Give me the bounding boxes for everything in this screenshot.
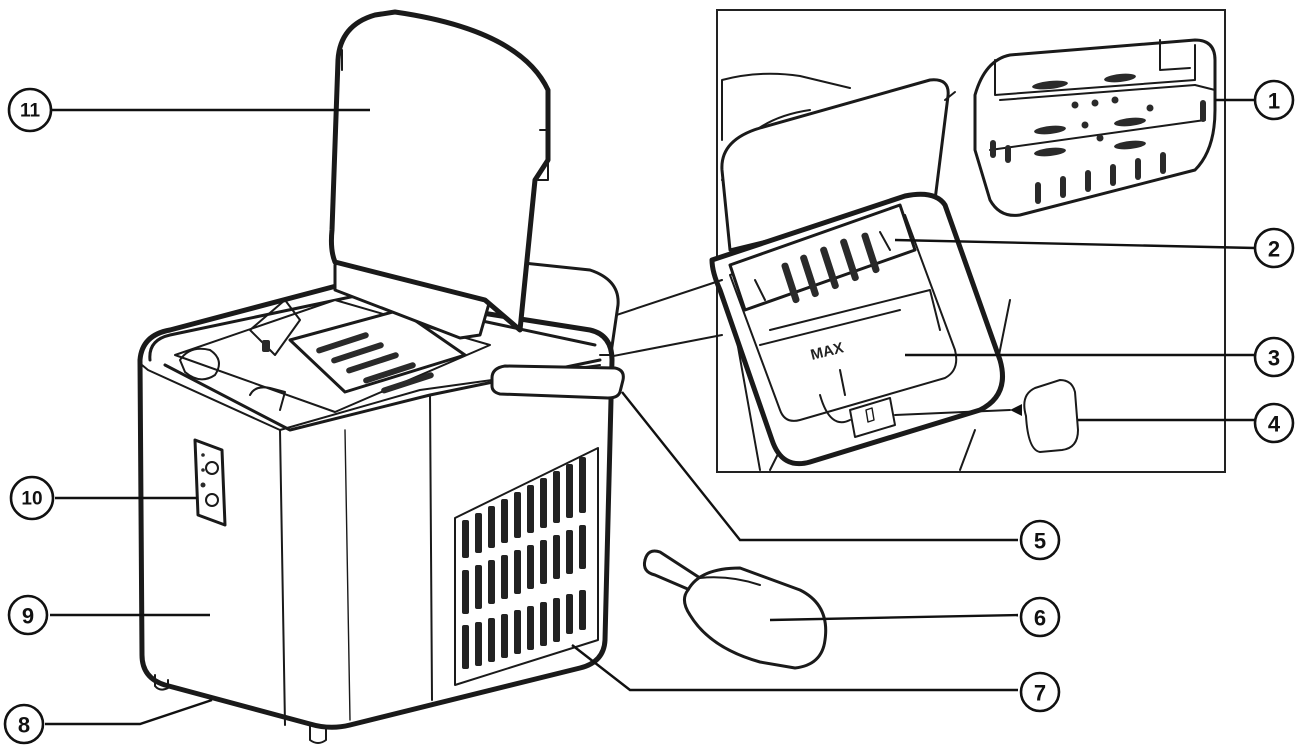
callout-11: 11 bbox=[7, 87, 53, 133]
callout-1-label: 1 bbox=[1268, 89, 1280, 114]
ice-maker-body bbox=[137, 9, 625, 744]
filter bbox=[894, 379, 1079, 453]
callout-3-label: 3 bbox=[1268, 346, 1280, 371]
callout-1: 1 bbox=[1253, 79, 1295, 121]
callout-4: 4 bbox=[1253, 402, 1295, 444]
callout-6-label: 6 bbox=[1034, 606, 1046, 631]
callout-7-label: 7 bbox=[1034, 681, 1046, 706]
callout-8-label: 8 bbox=[18, 713, 30, 738]
leader-lines bbox=[45, 98, 1256, 726]
callout-9-label: 9 bbox=[22, 604, 34, 629]
inset-machine: MAX bbox=[709, 72, 1011, 471]
callout-8: 8 bbox=[3, 703, 45, 745]
callout-11-label: 11 bbox=[20, 101, 41, 122]
ice-scoop bbox=[643, 549, 828, 670]
callout-10: 10 bbox=[9, 475, 55, 521]
callout-9: 9 bbox=[7, 594, 49, 636]
callout-3: 3 bbox=[1253, 336, 1295, 378]
ice-basket bbox=[973, 38, 1217, 217]
callout-2: 2 bbox=[1253, 227, 1295, 269]
callout-10-label: 10 bbox=[21, 489, 42, 510]
inset-frame bbox=[716, 9, 1226, 473]
callout-6: 6 bbox=[1019, 596, 1061, 638]
callout-5: 5 bbox=[1019, 519, 1061, 561]
callout-5-label: 5 bbox=[1034, 529, 1046, 554]
callout-2-label: 2 bbox=[1268, 237, 1280, 262]
callout-7: 7 bbox=[1019, 671, 1061, 713]
vent-grill bbox=[462, 457, 586, 669]
callout-4-label: 4 bbox=[1268, 412, 1281, 437]
